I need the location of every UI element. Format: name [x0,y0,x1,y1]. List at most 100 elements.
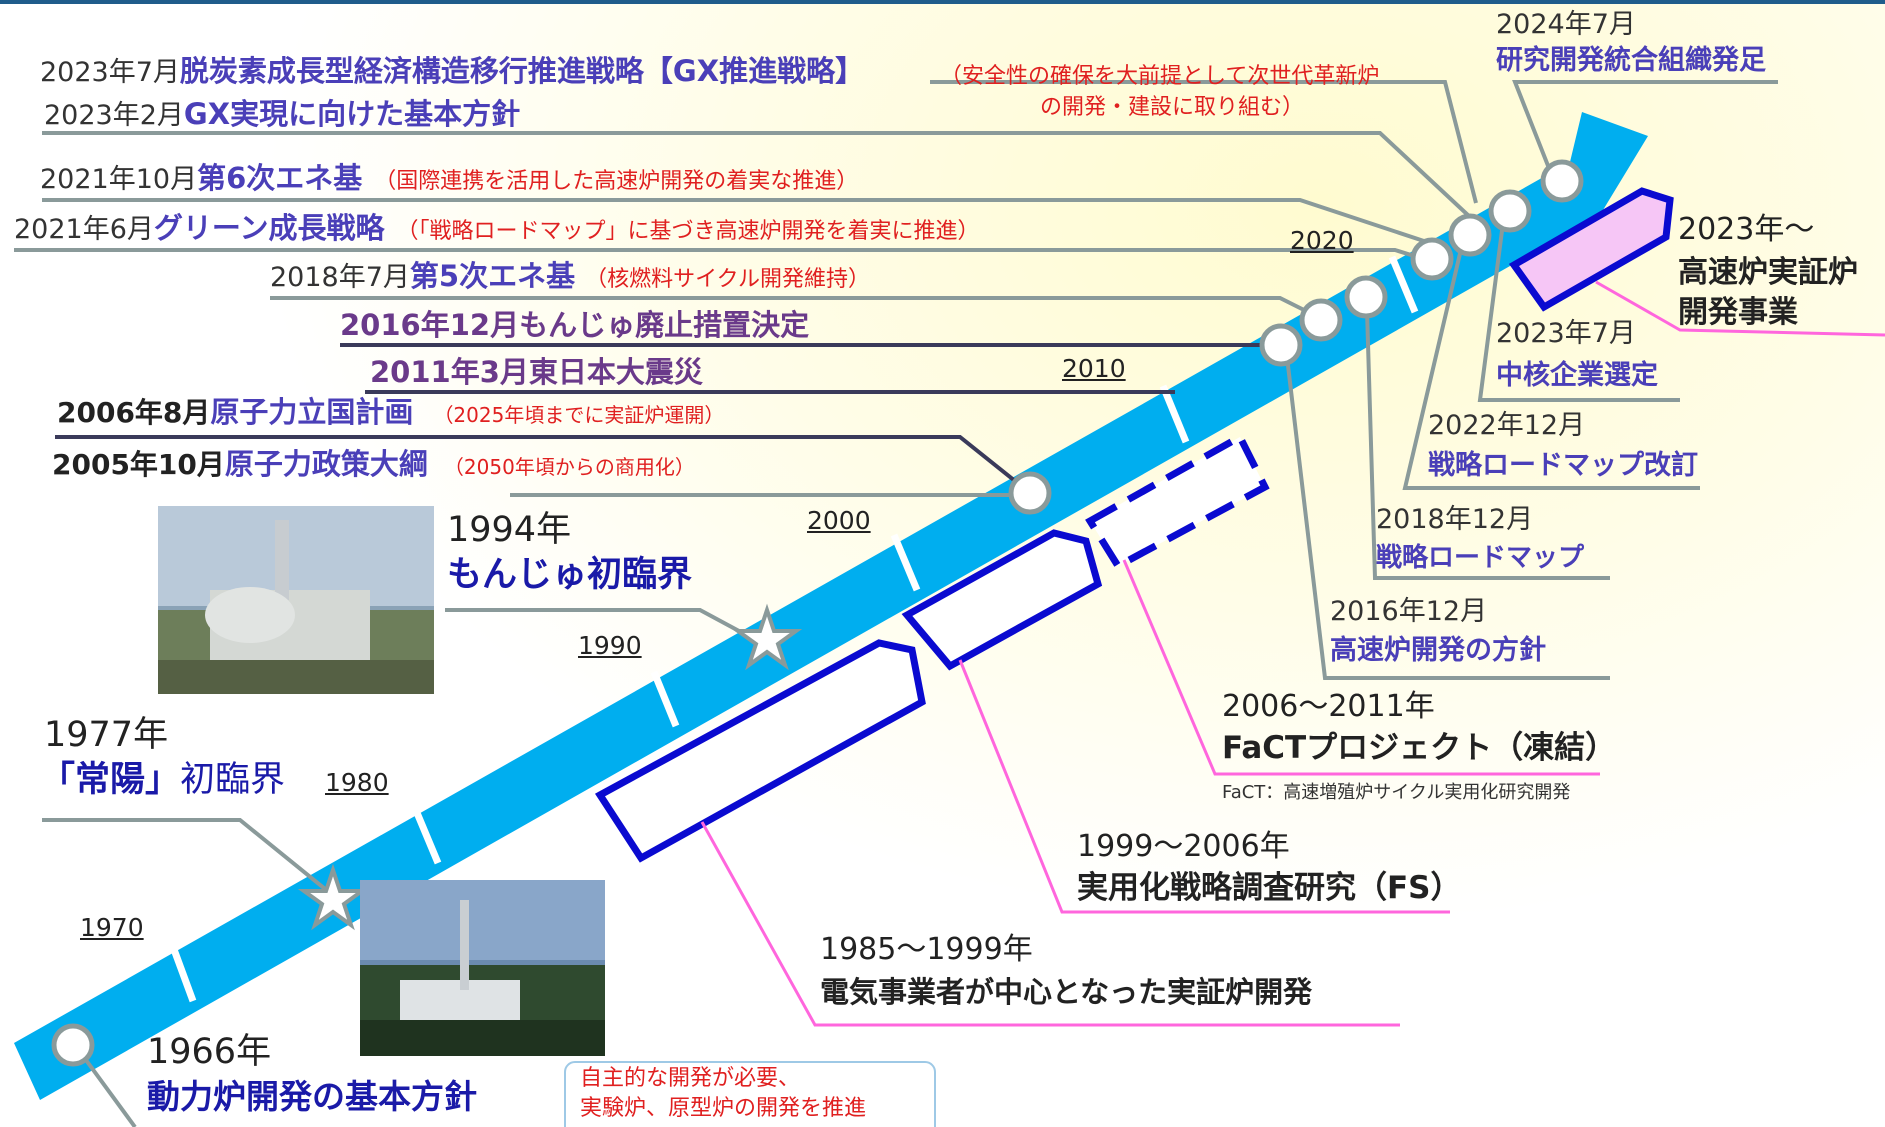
leader-2023-7 [1477,222,1680,402]
callout-line-1: 自主的な開発が必要、 [580,1066,801,1091]
circle-2024 [1540,159,1584,203]
decade-label-1980: 1980 [325,768,389,797]
circle-2018-12 [1344,275,1388,319]
top-border [0,0,1885,4]
event-date: 2021年6月 [14,214,154,245]
decade-label-2000: 2000 [807,506,871,535]
divider-1970 [168,942,197,1003]
milestone-1966-title: 動力炉開発の基本方針 [147,1077,477,1116]
joyo-rest: 初臨界 [180,760,286,800]
dark-leaders [55,343,1280,487]
milestone-1966-date: 1966年 [147,1032,272,1072]
project-1985-1999 [595,639,926,863]
project-demo-title: 電気事業者が中心となった実証炉開発 [820,975,1313,1009]
event-monju-closure: 2016年12月もんじゅ廃止措置決定 [340,308,810,342]
project-fact-note: FaCT：高速増殖炉サイクル実用化研究開発 [1222,782,1571,803]
divider-2010 [1159,384,1190,444]
pink-2023 [1595,280,1885,337]
event-date: 2021年10月 [40,164,198,195]
current-project-title-2: 開発事業 [1678,295,1798,330]
right-event-date-2016: 2016年12月 [1330,596,1488,627]
right-event-title-2022: 戦略ロードマップ改訂 [1428,450,1698,481]
decade-dividers [168,255,1419,1003]
leader-joyo [42,818,332,895]
event-note: （「戦略ロードマップ」に基づき高速炉開発を着実に推進） [396,219,980,244]
event-title: 脱炭素成長型経済構造移行推進戦略【GX推進戦略】 [179,54,865,88]
project-fact [1085,432,1270,571]
milestone-joyo-date: 1977年 [44,715,169,755]
circle-1966 [51,1023,95,1067]
right-event-title-2018: 戦略ロードマップ [1376,543,1585,573]
event-date: 2018年7月 [270,262,410,293]
leader-gx-basic [42,131,1472,219]
decade-label-1970: 1970 [80,913,144,942]
timeline-arrow [14,112,1648,1100]
pink-1999 [958,659,1450,914]
right-event-date-2022: 2022年12月 [1428,410,1586,441]
divider-1990 [650,670,680,728]
project-demo-period: 1985～1999年 [820,932,1033,967]
divider-1980 [411,806,442,865]
event-policy-outline: 2005年10月原子力政策大綱 （2050年頃からの商用化） [52,450,695,479]
event-gx-note-2: の開発・建設に取り組む） [1040,95,1305,120]
event-5th-energy: 2018年7月第5次エネ基 （核燃料サイクル開発維持） [270,259,870,293]
project-2023 [1508,187,1674,312]
event-nuclear-plan: 2006年8月原子力立国計画（2025年頃までに実証炉運開） [57,398,724,427]
right-event-date-2018: 2018年12月 [1376,504,1534,535]
right-event-date-2023: 2023年7月 [1496,318,1636,349]
circle-2022-12 [1448,213,1492,257]
pink-1985 [700,821,1400,1027]
event-title: GX実現に向けた基本方針 [183,97,521,131]
right-event-title-2024: 研究開発統合組織発足 [1496,45,1766,76]
leader-6th [42,198,1434,246]
event-date: 2023年2月 [44,100,184,131]
circle-2023-7 [1488,189,1532,233]
project-fs-period: 1999～2006年 [1077,829,1290,864]
leader-2018-12 [1365,309,1610,580]
milestone-joyo-title: 「常陽」初臨界 [40,763,285,798]
milestone-circles [51,159,1584,1067]
star-1977 [297,863,369,931]
right-event-title-2023: 中核企業選定 [1496,360,1658,391]
right-event-date-2024: 2024年7月 [1496,9,1636,40]
right-event-title-2016: 高速炉開発の方針 [1330,635,1546,666]
leader-green [14,248,1428,262]
photo-monju [158,506,434,694]
event-date: 2023年7月 [40,57,180,88]
divider-2020 [1388,255,1419,314]
milestone-monju-title: もんじゅ初臨界 [447,555,693,595]
event-earthquake: 2011年3月東日本大震災 [370,355,703,389]
project-fact-period: 2006～2011年 [1222,689,1435,724]
star-1994 [731,603,803,671]
leader-2024 [1512,80,1778,187]
event-note: （2025年頃までに実証炉運開） [433,403,725,427]
event-title: 第6次エネ基 [197,161,363,195]
event-title: 原子力立国計画 [210,395,414,429]
event-gx-strategy: 2023年7月脱炭素成長型経済構造移行推進戦略【GX推進戦略】 [40,54,865,88]
photo-joyo [360,880,605,1056]
leader-gx-strategy [930,80,1478,204]
pink-fact [1122,559,1600,776]
circle-2016 [1259,323,1303,367]
divider-2000 [890,533,921,592]
milestone-monju-date: 1994年 [447,510,572,550]
current-project-title-1: 高速炉実証炉 [1678,255,1858,290]
event-note: （国際連携を活用した高速炉開発の着実な推進） [374,169,859,194]
project-1999-2006 [901,529,1103,671]
project-arrows [595,187,1674,863]
event-title: 原子力政策大綱 [224,447,428,481]
event-date: 2005年10月 [52,448,225,481]
circle-2005 [1008,471,1052,515]
project-fs-title: 実用化戦略調査研究（FS） [1077,870,1462,906]
decade-label-2020: 2020 [1290,226,1354,255]
event-gx-basic: 2023年2月GX実現に向けた基本方針 [44,97,521,131]
event-green-growth: 2021年6月グリーン成長戦略（「戦略ロードマップ」に基づき高速炉開発を着実に推… [14,214,980,245]
event-note: （核燃料サイクル開発維持） [585,267,870,292]
current-project-period: 2023年～ [1678,212,1815,247]
project-fact-title: FaCTプロジェクト（凍結） [1222,730,1617,766]
event-title: 第5次エネ基 [409,259,576,293]
leader-2016-12 [1283,339,1610,680]
callout-line-2: 実験炉、原型炉の開発を推進 [580,1096,867,1121]
event-note: （2050年頃からの商用化） [443,455,695,479]
